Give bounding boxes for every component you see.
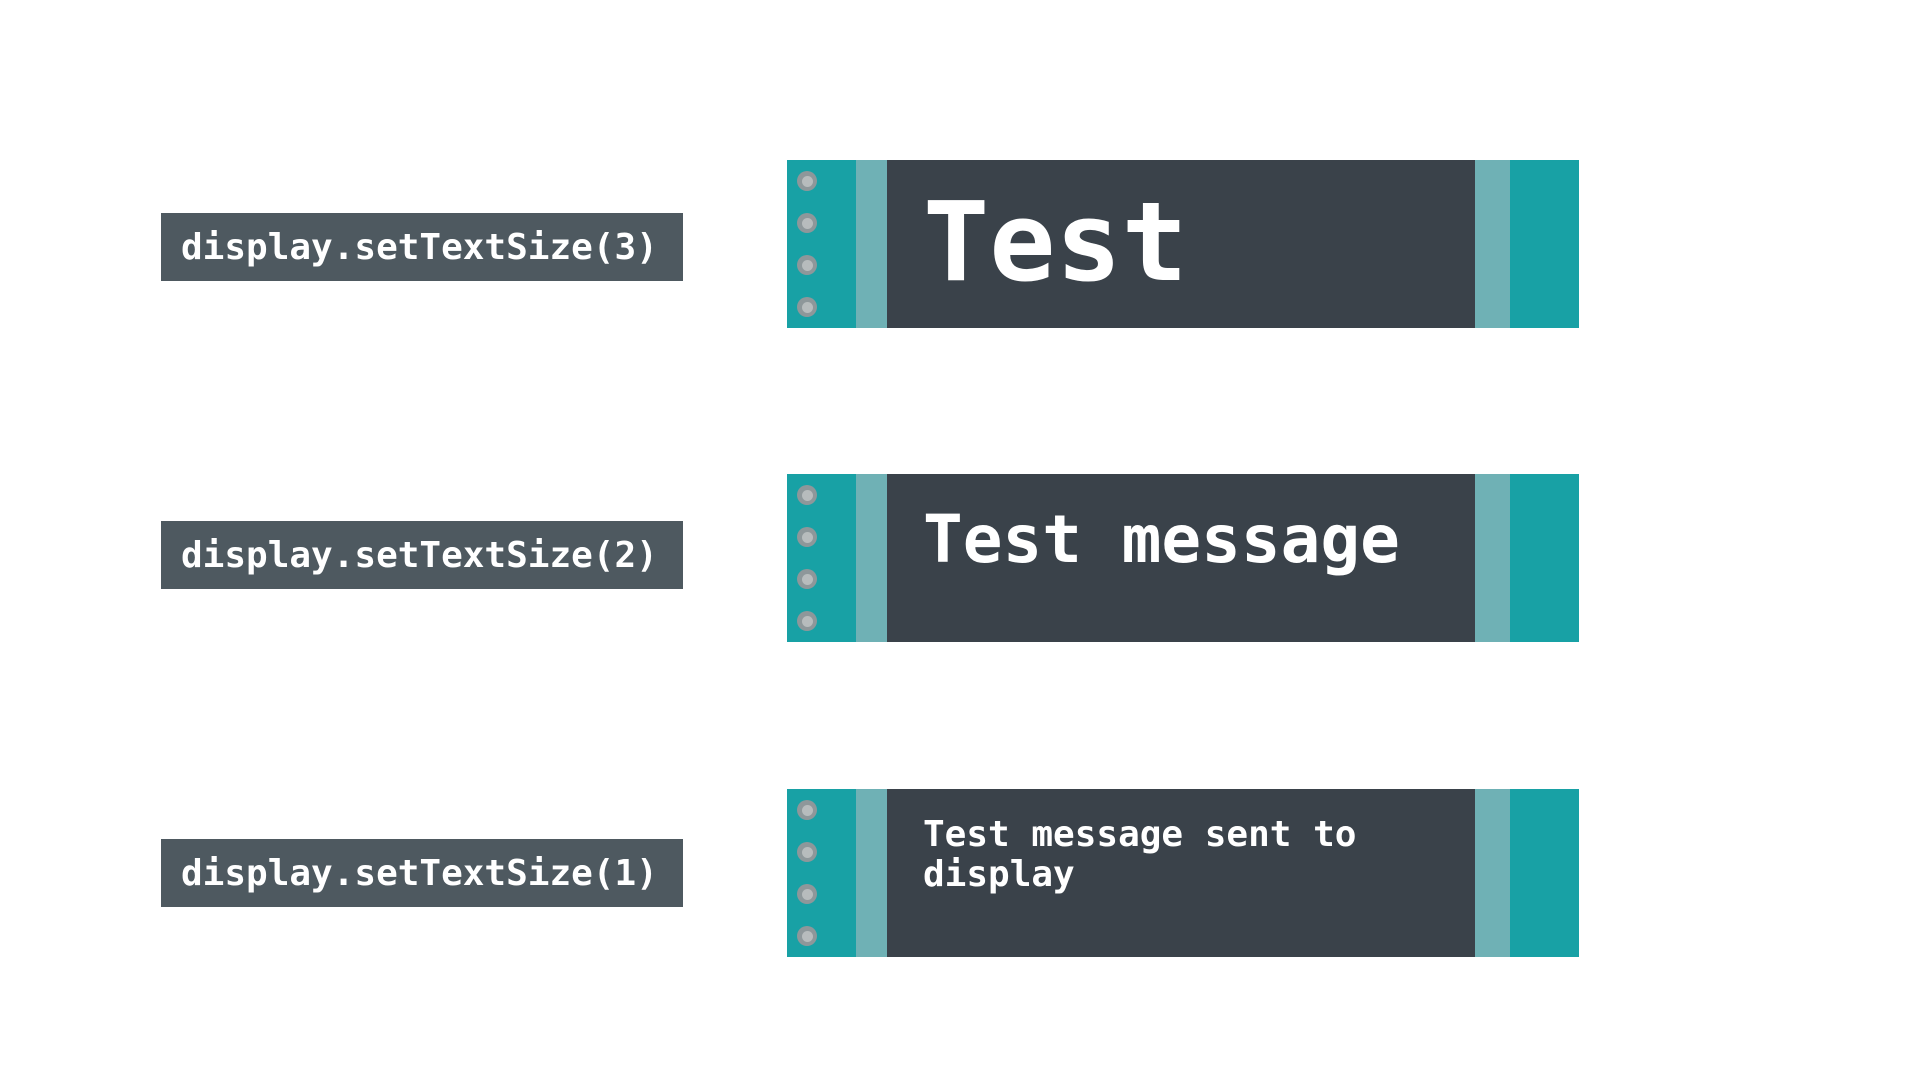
module-left-bezel — [856, 474, 887, 642]
mounting-hole-dot — [797, 926, 817, 946]
mounting-hole-dot — [797, 171, 817, 191]
mounting-hole-dot — [797, 611, 817, 631]
module-right-bezel — [1475, 474, 1510, 642]
mounting-hole-dot — [797, 297, 817, 317]
oled-screen: Test message sent to display — [887, 789, 1475, 957]
code-label-settextsize-3: display.setTextSize(3) — [161, 213, 683, 281]
oled-screen: Test message — [887, 474, 1475, 642]
code-label-settextsize-2: display.setTextSize(2) — [161, 521, 683, 589]
module-left-edge — [787, 160, 856, 328]
mounting-hole-dot — [797, 255, 817, 275]
oled-screen-text: Test message sent to display — [923, 814, 1357, 895]
mounting-hole-dot — [797, 842, 817, 862]
oled-screen: Test — [887, 160, 1475, 328]
module-right-edge — [1510, 789, 1579, 957]
module-right-bezel — [1475, 789, 1510, 957]
mounting-hole-dot — [797, 569, 817, 589]
module-right-bezel — [1475, 160, 1510, 328]
mounting-hole-dot — [797, 884, 817, 904]
mounting-hole-dot — [797, 485, 817, 505]
module-left-bezel — [856, 160, 887, 328]
oled-screen-text: Test — [923, 178, 1188, 306]
module-left-edge — [787, 789, 856, 957]
mounting-hole-dot — [797, 800, 817, 820]
oled-display-module: Test — [787, 160, 1579, 328]
code-label-text: display.setTextSize(2) — [181, 534, 658, 576]
code-label-text: display.setTextSize(1) — [181, 852, 658, 894]
mounting-hole-dot — [797, 213, 817, 233]
oled-screen-text: Test message — [923, 501, 1400, 578]
code-label-settextsize-1: display.setTextSize(1) — [161, 839, 683, 907]
oled-display-module: Test message — [787, 474, 1579, 642]
module-right-edge — [1510, 474, 1579, 642]
code-label-text: display.setTextSize(3) — [181, 226, 658, 268]
oled-display-module: Test message sent to display — [787, 789, 1579, 957]
module-right-edge — [1510, 160, 1579, 328]
module-left-bezel — [856, 789, 887, 957]
module-left-edge — [787, 474, 856, 642]
mounting-hole-dot — [797, 527, 817, 547]
